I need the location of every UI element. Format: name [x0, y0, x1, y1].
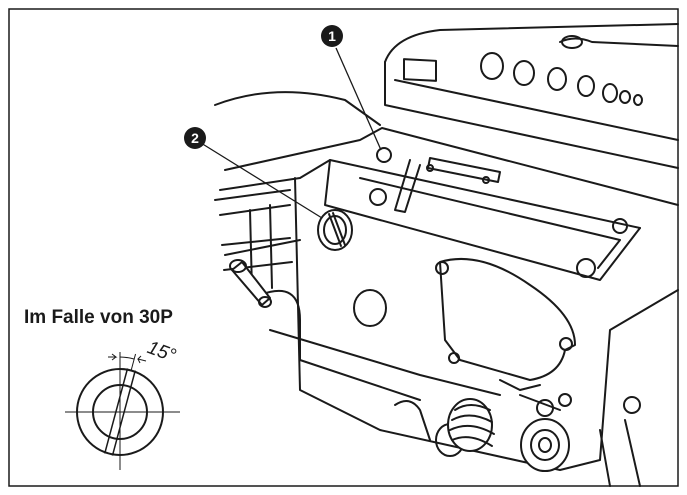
inset-screw-inner: [92, 384, 148, 440]
linkage: [499, 379, 561, 411]
lever-end: [258, 296, 272, 308]
side-screw: [623, 396, 641, 414]
feed-slot: [394, 159, 421, 213]
inset-angle-arrow-left: [108, 353, 118, 361]
callout-1-leader: [335, 47, 382, 151]
plate-screw: [376, 147, 392, 163]
callout-2-number: 2: [191, 130, 199, 146]
inset-detail: Im Falle von 30P 15°: [24, 307, 180, 470]
bed-bottom-line: [269, 329, 501, 396]
callout-2-badge: [184, 127, 206, 149]
needle-plate-inner: [359, 177, 621, 269]
cover-screw: [435, 261, 449, 275]
body-front-face: [294, 177, 679, 471]
adjust-wheel-hub: [530, 429, 560, 461]
bed-front-top: [219, 159, 641, 229]
bed-lower-curve: [259, 290, 421, 401]
inset-caption: Im Falle von 30P: [24, 307, 173, 328]
target-screw-slot: [328, 212, 346, 247]
head-top-edge: [384, 23, 679, 63]
frame-border: [8, 8, 679, 487]
head-hole: [619, 90, 631, 104]
callout-2-leader: [200, 142, 323, 219]
callout-1-badge: [321, 25, 343, 47]
rail-top: [214, 189, 291, 201]
cover-screw: [448, 352, 460, 364]
round-cover: [439, 258, 576, 381]
head-hole: [513, 60, 535, 86]
head-knob-outline: [559, 37, 679, 47]
head-hole: [602, 83, 618, 103]
head-knob: [561, 35, 583, 49]
head-hole: [547, 67, 567, 91]
callout-1: 1: [321, 25, 343, 47]
head-cap: [403, 58, 437, 82]
drum-grip-lines: [449, 404, 495, 447]
inset-screw-outer: [76, 368, 164, 456]
rail-bars: [219, 204, 293, 271]
lever-knob: [229, 259, 247, 273]
plate-screw: [576, 258, 596, 278]
inset-slot: [104, 353, 137, 456]
bed-rear-edge: [224, 127, 679, 206]
head-hole: [633, 94, 643, 106]
side-frame: [599, 419, 641, 487]
callout-1-number: 1: [328, 28, 336, 44]
needle-plate-side: [324, 159, 641, 281]
adjust-wheel-center: [538, 437, 552, 453]
body-hole: [353, 289, 387, 327]
inset-angle-arc: [119, 356, 135, 360]
callout-2: 2: [184, 127, 206, 149]
inset-angle-label: 15°: [144, 337, 179, 367]
adjust-wheel: [520, 418, 570, 472]
inset-angle-arrow-right: [137, 355, 147, 364]
spring-wire: [394, 400, 431, 441]
head-lower-edge: [384, 61, 679, 169]
head-groove-line: [394, 79, 679, 141]
body-left-edge: [224, 239, 301, 256]
plate-screw: [369, 188, 387, 206]
cover-curve: [214, 91, 381, 126]
cover-screw: [559, 337, 573, 351]
plate-screw: [612, 218, 628, 234]
head-hole: [480, 52, 504, 80]
plate-rivet: [482, 176, 490, 184]
head-hole: [577, 75, 595, 97]
wheel-screw: [558, 393, 572, 407]
plate-rivet: [426, 164, 434, 172]
